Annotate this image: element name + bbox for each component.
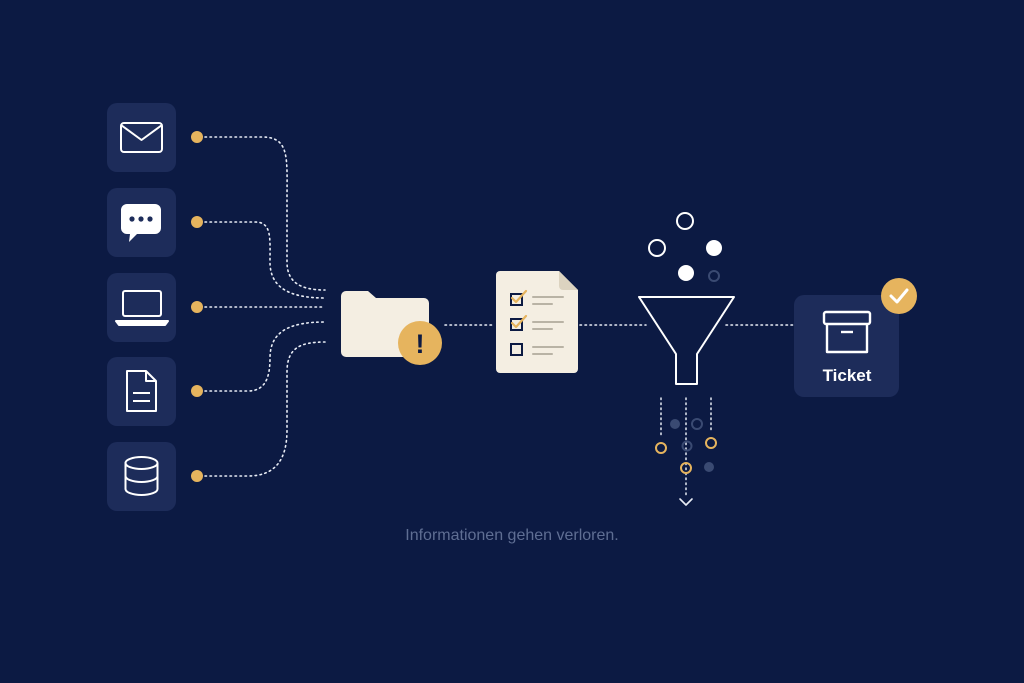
source-tile-chat [107, 188, 176, 257]
source-tile-database [107, 442, 176, 511]
checkbox-checked-2 [510, 314, 528, 331]
ticket-label: Ticket [823, 366, 872, 385]
database-icon [124, 456, 159, 496]
funnel-icon [638, 296, 735, 385]
arrow-down-icon [679, 498, 693, 506]
caption-text: Informationen gehen verloren. [405, 527, 619, 544]
checklist-lines [532, 296, 564, 355]
incoming-particles [648, 212, 722, 282]
source-tile-document [107, 357, 176, 426]
checkbox-checked-1 [510, 289, 528, 306]
exclamation-icon: ! [416, 329, 425, 359]
document-icon [126, 370, 157, 412]
success-badge [881, 278, 917, 314]
source-tile-laptop [107, 273, 176, 342]
checkbox-unchecked [510, 343, 523, 356]
checkmark-icon [889, 288, 909, 304]
checklist-document-icon [496, 271, 578, 373]
source-connectors [204, 136, 326, 477]
connector-dots [191, 131, 203, 482]
laptop-icon [115, 290, 169, 326]
archive-box-icon [822, 310, 872, 354]
lost-information-particles [655, 397, 717, 506]
warning-badge: ! [398, 321, 442, 365]
chat-bubble-icon [121, 204, 161, 242]
ticket-tile: Ticket [794, 295, 899, 397]
source-tile-mail [107, 103, 176, 172]
mail-icon [120, 122, 163, 153]
